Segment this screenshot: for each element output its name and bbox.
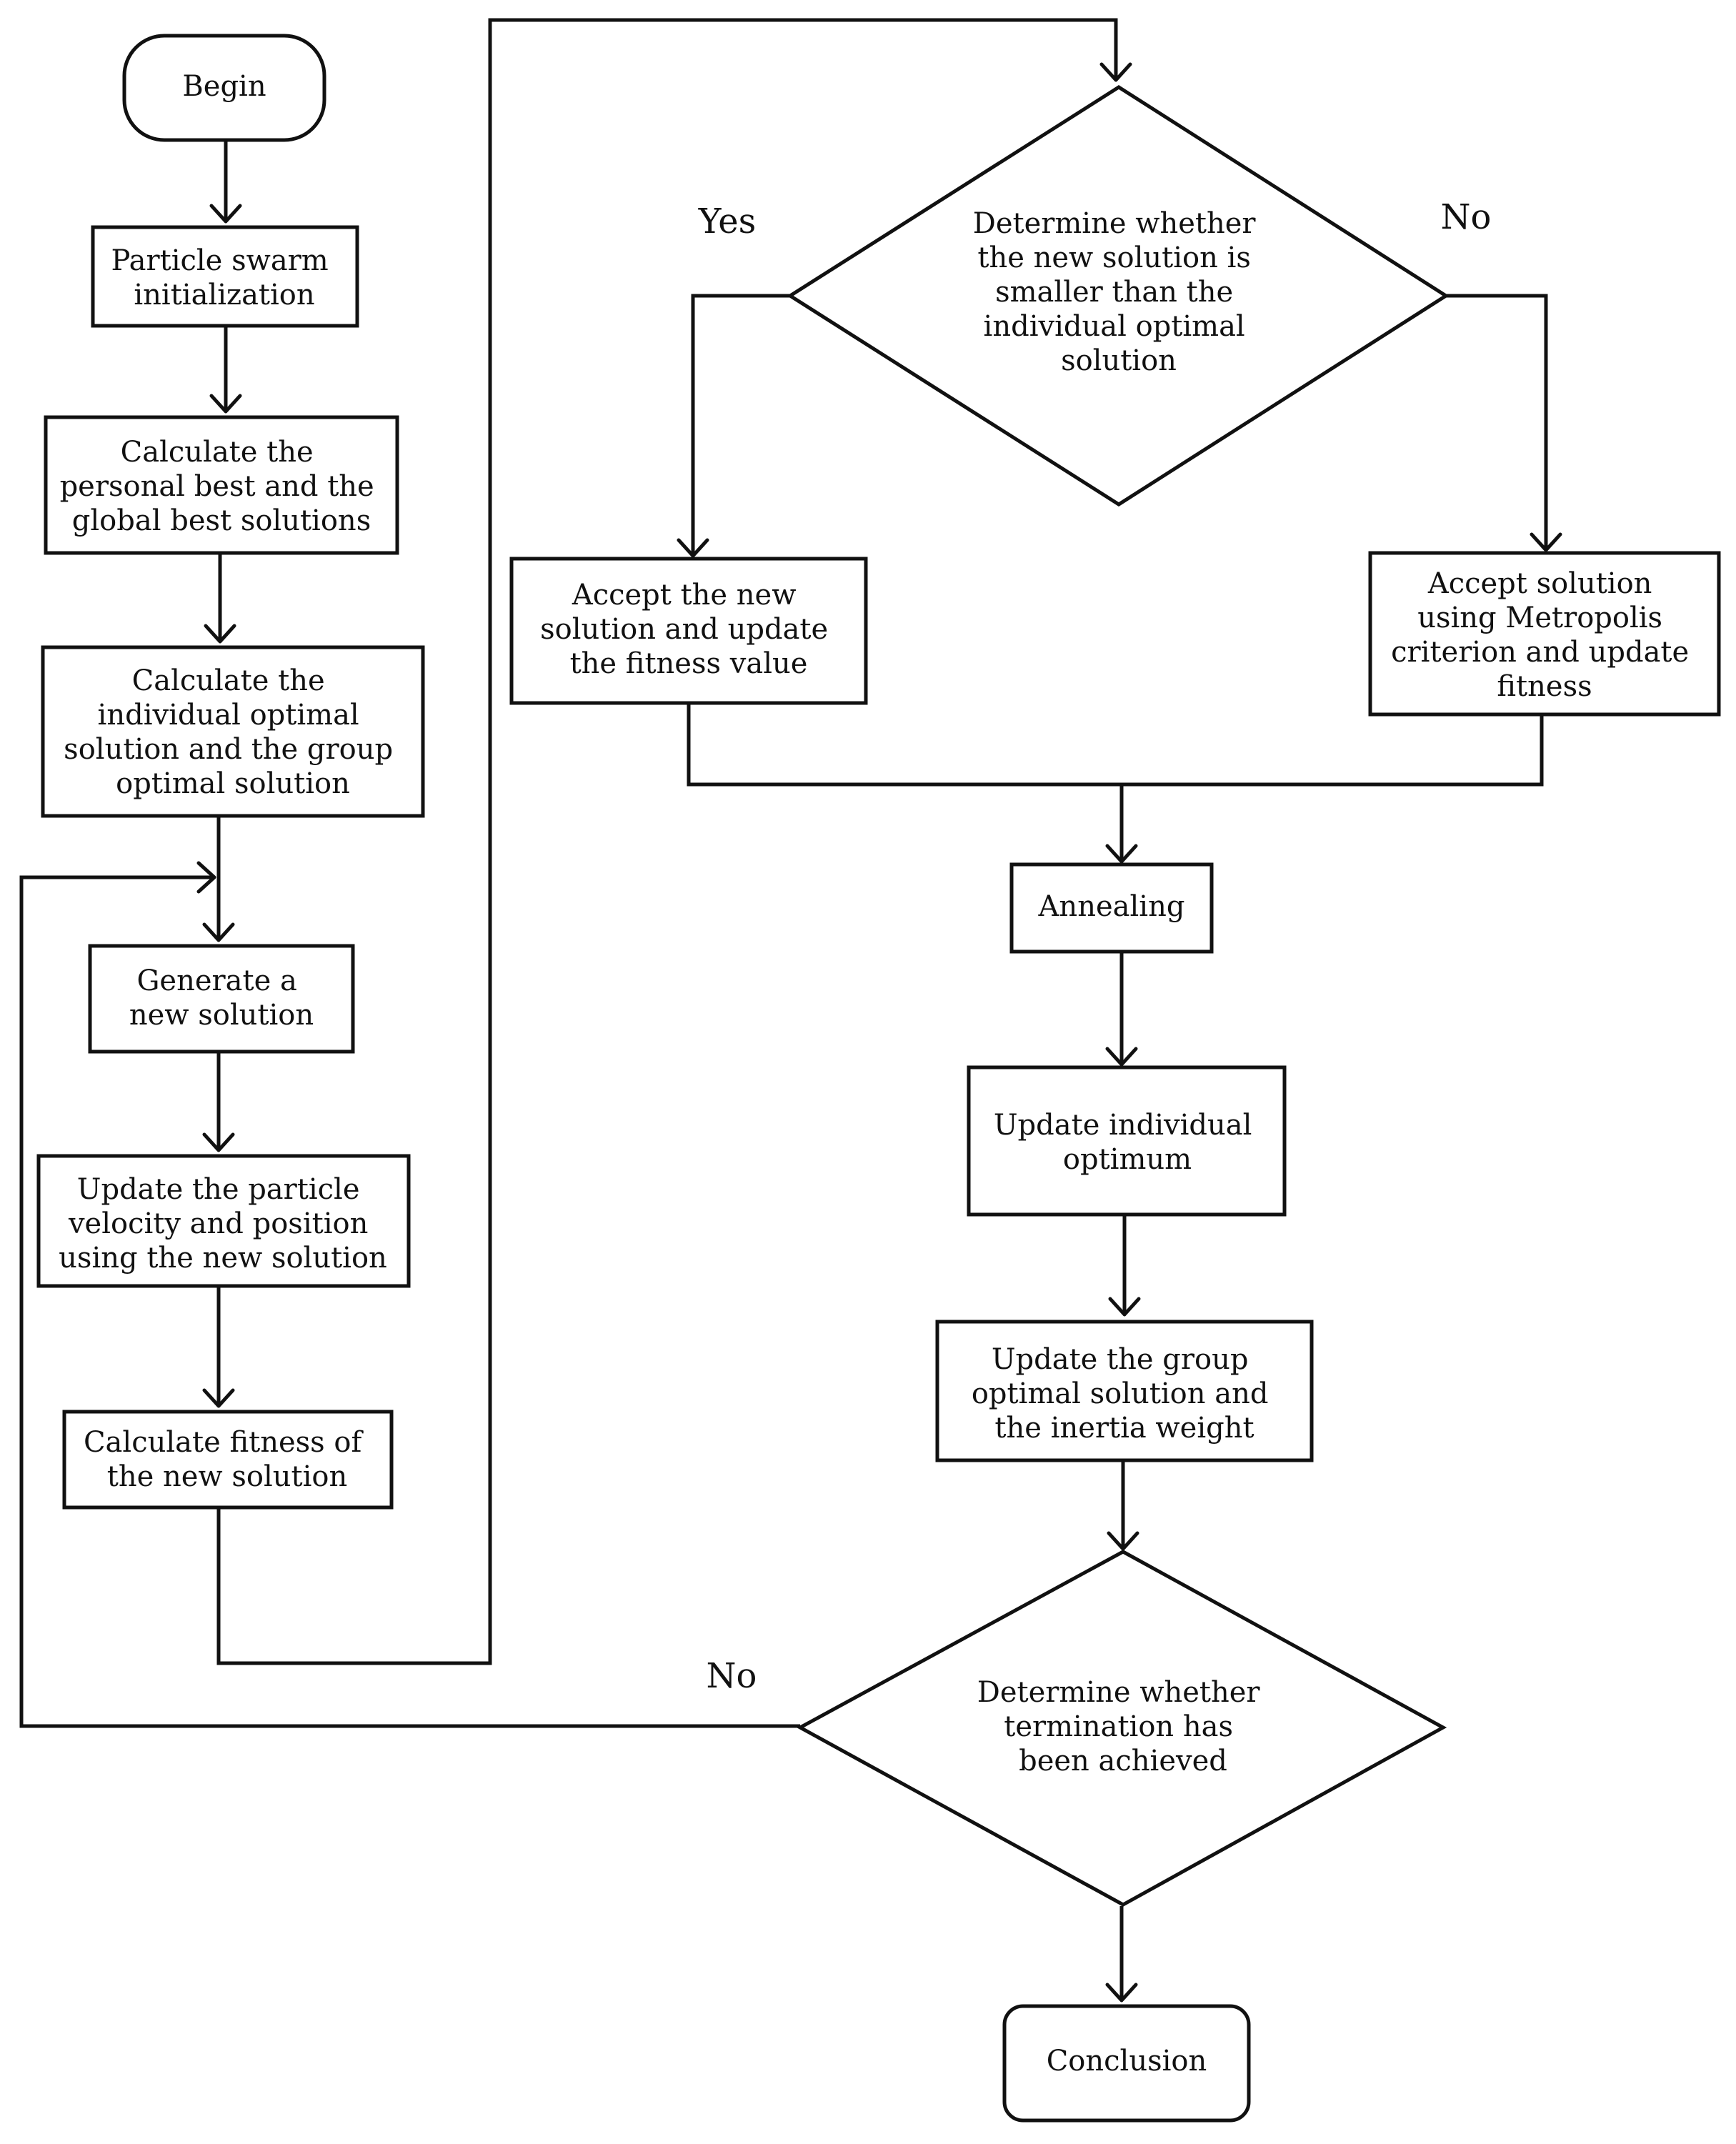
- calc-fitness-label-line-1: Calculate fitness of: [84, 1426, 364, 1459]
- update-group-label: Update the group optimal solution and th…: [972, 1343, 1277, 1445]
- calc-optimal-label-line-2: individual optimal: [98, 699, 359, 732]
- branch-label-no-termination: No: [707, 1656, 757, 1696]
- arrowhead-optimal: [204, 624, 236, 644]
- branch-label-yes: Yes: [698, 201, 757, 241]
- accept-metropolis-label-line-2: using Metropolis: [1417, 602, 1662, 634]
- calc-best-label-line-1: Calculate the: [121, 436, 314, 469]
- arrowhead-termination: [1107, 1531, 1139, 1551]
- update-group-label-line-1: Update the group: [992, 1343, 1249, 1376]
- accept-new-label-line-1: Accept the new: [572, 579, 797, 612]
- generate-label: Generate a new solution: [129, 964, 314, 1032]
- decision-termination-label-line-3: been achieved: [1019, 1745, 1227, 1777]
- init-label-line-2: initialization: [134, 279, 314, 311]
- begin-label: Begin: [182, 70, 266, 103]
- calc-fitness-label: Calculate fitness of the new solution: [84, 1426, 371, 1493]
- arrowhead-generate: [202, 922, 235, 942]
- connector-decision-no: [1446, 294, 1548, 550]
- update-velocity-label: Update the particle velocity and positio…: [59, 1173, 387, 1275]
- update-group-label-line-3: the inertia weight: [994, 1412, 1254, 1445]
- arrowhead-decision-top: [1099, 62, 1132, 82]
- calc-best-label-line-2: personal best and the: [60, 470, 374, 503]
- accept-metropolis-label-line-3: criterion and update: [1391, 636, 1689, 669]
- connector-fitness-to-decision: [216, 18, 1118, 1665]
- calc-fitness-process-shape: [62, 1410, 394, 1510]
- generate-label-line-2: new solution: [129, 999, 314, 1032]
- decision-smaller-label-line-1: Determine whether: [973, 207, 1257, 240]
- node-labels: Begin Particle swarm initialization Calc…: [59, 70, 1698, 2078]
- arrowhead-loop-entry: [196, 861, 216, 894]
- calc-optimal-label: Calculate the individual optimal solutio…: [64, 664, 402, 800]
- connector-decision-yes: [691, 294, 790, 556]
- arrowhead-best: [209, 394, 242, 414]
- decision-termination-label-line-1: Determine whether: [977, 1676, 1261, 1709]
- update-individual-label: Update individual optimum: [994, 1109, 1261, 1176]
- decision-termination-label: Determine whether termination has been a…: [977, 1676, 1269, 1777]
- arrowhead-group: [1108, 1297, 1141, 1317]
- connector-termination-no-loop: [19, 875, 800, 1728]
- arrowhead-fitness: [202, 1388, 235, 1408]
- arrowhead-accept-new: [677, 538, 709, 558]
- update-individual-label-line-1: Update individual: [994, 1109, 1252, 1142]
- accept-new-label: Accept the new solution and update the f…: [540, 579, 837, 680]
- conclusion-terminal-shape: [1002, 2004, 1251, 2123]
- accept-new-label-line-2: solution and update: [540, 613, 828, 646]
- generate-label-line-1: Generate a: [136, 964, 296, 997]
- calc-optimal-label-line-3: solution and the group: [64, 733, 393, 766]
- arrowheads: [196, 62, 1562, 2003]
- init-label: Particle swarm initialization: [111, 244, 338, 311]
- calc-optimal-label-line-1: Calculate the: [132, 664, 325, 697]
- decision-smaller-label: Determine whether the new solution is sm…: [973, 207, 1265, 377]
- shapes: [36, 34, 1721, 2123]
- update-velocity-label-line-1: Update the particle: [77, 1173, 360, 1206]
- update-group-process-shape: [935, 1320, 1314, 1462]
- init-label-line-1: Particle swarm: [111, 244, 329, 277]
- calc-optimal-process-shape: [41, 645, 425, 818]
- branch-label-no-right: No: [1441, 197, 1492, 237]
- arrowhead-update-velocity: [202, 1132, 235, 1152]
- init-process-shape: [91, 225, 359, 328]
- branch-labels: Yes No No: [698, 197, 1492, 1696]
- arrowhead-conclusion: [1105, 1983, 1138, 2003]
- begin-terminal-shape: [122, 34, 326, 142]
- decision-termination-shape: [796, 1550, 1447, 1907]
- calc-best-process-shape: [44, 415, 399, 555]
- decision-smaller-label-line-2: the new solution is: [977, 241, 1251, 274]
- arrowhead-annealing: [1105, 844, 1138, 864]
- accept-new-process-shape: [509, 557, 868, 705]
- accept-metropolis-label-line-1: Accept solution: [1427, 567, 1652, 600]
- decision-smaller-label-line-5: solution: [1061, 344, 1177, 377]
- generate-process-shape: [88, 944, 355, 1054]
- calc-best-label-line-3: global best solutions: [72, 504, 371, 537]
- accept-new-label-line-3: the fitness value: [570, 647, 808, 680]
- arrowhead-init: [209, 204, 242, 224]
- accept-metropolis-process-shape: [1368, 551, 1721, 717]
- decision-smaller-shape: [787, 85, 1450, 507]
- update-velocity-process-shape: [36, 1154, 411, 1288]
- calc-best-label: Calculate the personal best and the glob…: [60, 436, 384, 537]
- update-individual-label-line-2: optimum: [1063, 1143, 1192, 1176]
- calc-fitness-label-line-2: the new solution: [107, 1460, 347, 1493]
- arrowhead-metropolis: [1530, 532, 1562, 552]
- accept-metropolis-label: Accept solution using Metropolis criteri…: [1391, 567, 1698, 703]
- decision-termination-label-line-2: termination has: [1004, 1710, 1233, 1743]
- connector-accept-new-merge: [687, 703, 1122, 787]
- calc-optimal-label-line-4: optimal solution: [116, 767, 350, 800]
- arrowhead-individual: [1105, 1047, 1138, 1067]
- conclusion-label: Conclusion: [1047, 2045, 1207, 2078]
- update-group-label-line-2: optimal solution and: [972, 1377, 1269, 1410]
- update-individual-process-shape: [967, 1065, 1287, 1217]
- annealing-process-shape: [1009, 862, 1214, 954]
- connectors: [19, 18, 1548, 2000]
- update-velocity-label-line-3: using the new solution: [59, 1242, 387, 1275]
- decision-smaller-label-line-3: smaller than the: [995, 276, 1233, 309]
- annealing-label: Annealing: [1038, 890, 1185, 923]
- accept-metropolis-label-line-4: fitness: [1497, 670, 1592, 703]
- connector-metropolis-merge: [1122, 714, 1544, 787]
- update-velocity-label-line-2: velocity and position: [68, 1207, 368, 1240]
- decision-smaller-label-line-4: individual optimal: [984, 310, 1245, 343]
